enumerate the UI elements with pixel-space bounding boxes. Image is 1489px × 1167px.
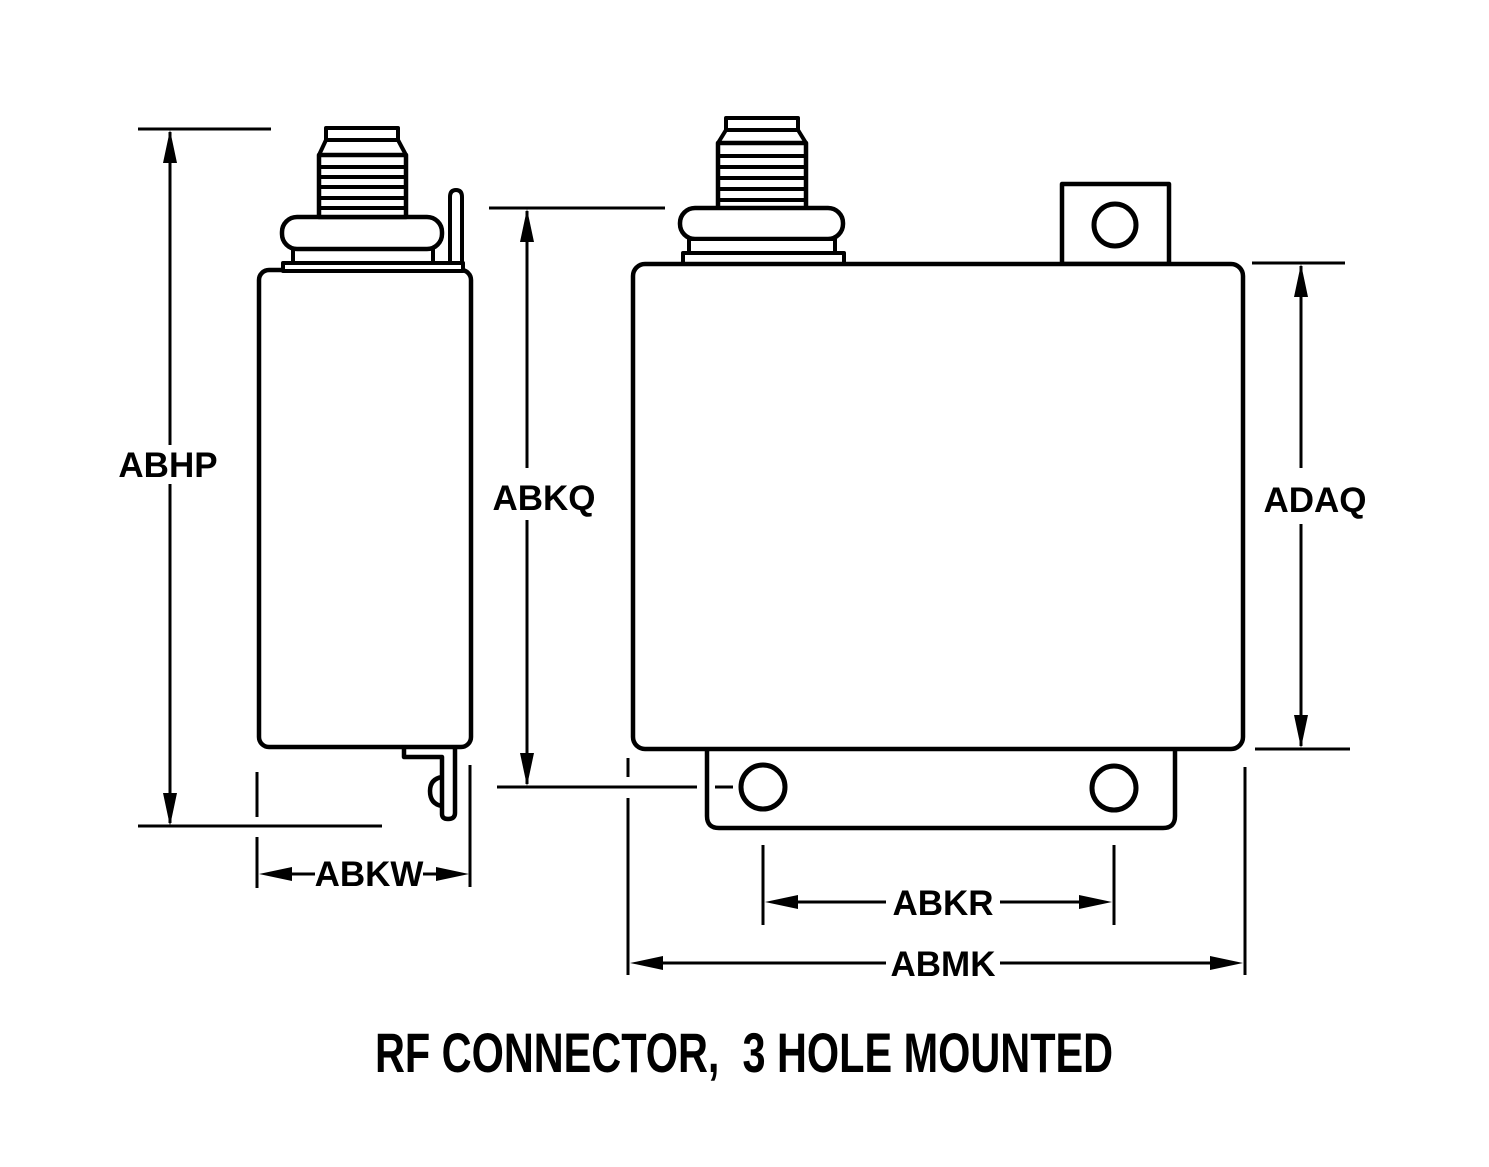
arrow-up-icon [1294,264,1308,297]
side-view-body [256,267,474,750]
side-view-bracket-tab [448,188,464,270]
arrow-up-icon [163,130,177,163]
arrow-down-icon [520,753,534,786]
side-view-threads [316,126,409,220]
dimension-abkw: ABKW [255,765,472,894]
dimension-label-abhp: ABHP [118,446,217,485]
front-view-body [630,261,1246,752]
dimension-label-adaq: ADAQ [1263,481,1366,520]
front-view-right-hole [1089,763,1139,813]
front-view-tab-hole [1091,201,1139,249]
arrow-left-icon [765,895,798,909]
drawing-title: RF CONNECTOR, 3 HOLE MOUNTED [375,1022,1113,1085]
front-view-mount-tab [1059,181,1172,267]
dimension-abkr: ABKR [761,845,1116,925]
front-view-bottom-flange [704,748,1178,831]
dimension-abmk: ABMK [626,758,1247,984]
arrow-right-icon [1210,956,1243,970]
arrow-right-icon [1079,895,1112,909]
side-view-bracket-bump [427,774,443,809]
dimension-abhp: ABHP [118,127,382,828]
dimension-label-abkq: ABKQ [492,479,595,518]
front-view-left-hole [738,762,788,812]
arrow-left-icon [630,956,663,970]
arrow-left-icon [259,867,292,881]
side-view [256,126,474,822]
dimension-abkq: ABKQ [489,206,733,789]
arrow-down-icon [1294,715,1308,748]
arrow-down-icon [163,793,177,826]
front-view-flange-base [687,237,837,255]
arrow-up-icon [520,209,534,242]
side-view-flange [279,214,445,252]
arrow-right-icon [436,867,469,881]
dimension-label-abmk: ABMK [891,945,996,984]
front-view-flange [677,205,846,242]
dimension-label-abkr: ABKR [892,884,993,923]
front-view-connector [677,116,846,266]
front-view [630,116,1246,831]
side-view-bracket-foot [401,748,458,822]
dimension-label-abkw: ABKW [315,855,424,894]
dimension-adaq: ADAQ [1252,261,1367,751]
